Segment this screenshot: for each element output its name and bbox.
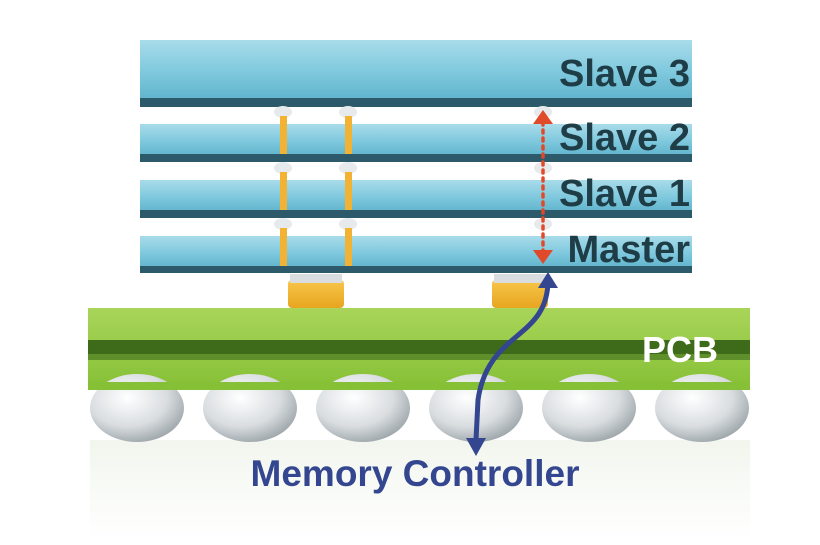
- floor-reflection: [90, 440, 750, 540]
- inter-die-signal-arrow: [533, 110, 553, 264]
- solder-ball: [90, 374, 184, 442]
- solder-ball: [316, 374, 410, 442]
- pcb-board: [88, 308, 750, 388]
- label-memory-controller: Memory Controller: [251, 453, 580, 494]
- solder-ball: [203, 374, 297, 442]
- solder-ball: [655, 374, 749, 442]
- solder-balls: [90, 374, 749, 442]
- tsv-column-right: [339, 106, 357, 266]
- memory-controller-arrow: [466, 272, 558, 456]
- die-slave-1: [140, 180, 692, 218]
- die-slave-2: [140, 124, 692, 162]
- die-master: [140, 236, 692, 273]
- bump-right: [492, 274, 548, 308]
- pcb-bottom-edge: [88, 382, 750, 390]
- label-master: Master: [568, 229, 691, 271]
- tsv-column-left: [274, 106, 292, 266]
- solder-ball: [542, 374, 636, 442]
- label-slave-1: Slave 1: [559, 173, 690, 215]
- label-pcb: PCB: [642, 329, 718, 370]
- bump-left: [288, 274, 344, 308]
- label-slave-2: Slave 2: [559, 117, 690, 159]
- die-slave-3: [140, 40, 692, 107]
- label-slave-3: Slave 3: [559, 53, 690, 95]
